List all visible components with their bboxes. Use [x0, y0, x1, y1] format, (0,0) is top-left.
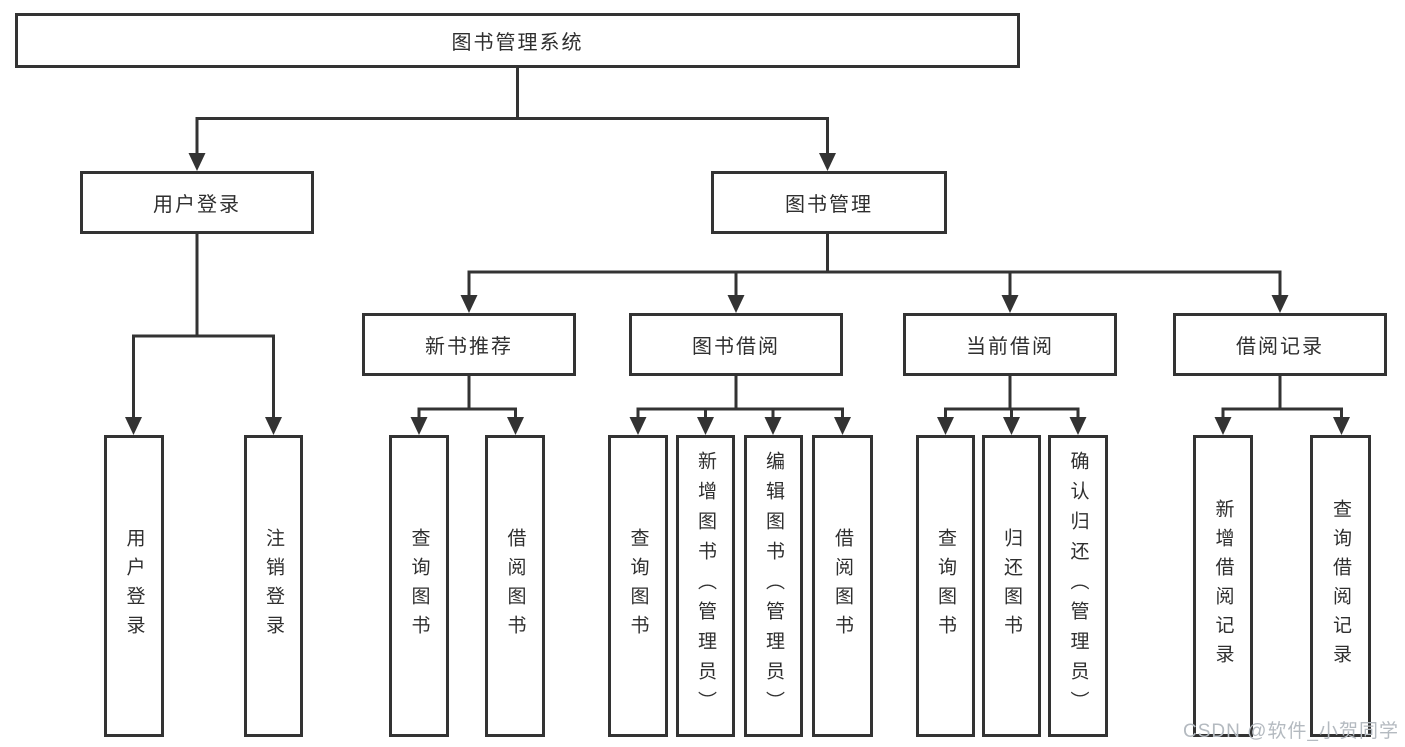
node-label: 用户登录 — [153, 194, 241, 216]
arrow-down-icon — [1214, 417, 1232, 435]
watermark: CSDN @软件_小贺同学 — [1183, 721, 1399, 742]
node-record-add-record: 新增借阅记录 — [1193, 435, 1253, 737]
arrow-down-icon — [819, 153, 836, 171]
node-label: 归还图书 — [1001, 528, 1022, 644]
node-current-query-book: 查询图书 — [916, 435, 975, 737]
node-label: 注销登录 — [263, 528, 284, 644]
node-label: 当前借阅 — [966, 336, 1054, 358]
connector-borrow-to-children — [636, 376, 844, 417]
arrow-down-icon — [1271, 295, 1289, 313]
arrow-down-icon — [460, 295, 478, 313]
node-label: 查询图书 — [627, 528, 649, 644]
arrow-down-icon — [834, 417, 851, 435]
arrow-down-icon — [764, 417, 782, 435]
node-borrow-borrow-book: 借阅图书 — [812, 435, 873, 737]
node-library-system: 图书管理系统 — [15, 13, 1020, 68]
connector-root-to-level2 — [195, 68, 829, 153]
connector-manage-to-level3 — [467, 234, 1282, 295]
node-book-borrowing: 图书借阅 — [629, 313, 843, 376]
arrow-down-icon — [125, 417, 142, 435]
node-borrow-edit-book-admin: 编辑图书（管理员） — [744, 435, 803, 737]
arrow-down-icon — [937, 417, 954, 435]
arrow-down-icon — [1001, 295, 1019, 313]
node-label: 图书管理 — [785, 194, 873, 216]
arrow-down-icon — [265, 417, 282, 435]
node-new-book-recommend: 新书推荐 — [362, 313, 576, 376]
node-record-query-record: 查询借阅记录 — [1310, 435, 1371, 737]
node-label: 借阅图书 — [832, 528, 853, 644]
node-label: 查询图书 — [408, 528, 430, 644]
node-current-return-book: 归还图书 — [982, 435, 1041, 737]
arrow-down-icon — [188, 153, 206, 171]
node-label: 查询借阅记录 — [1330, 499, 1351, 673]
node-label: 借阅记录 — [1236, 336, 1324, 358]
node-current-borrowing: 当前借阅 — [903, 313, 1117, 376]
node-label: 新增借阅记录 — [1212, 499, 1234, 673]
node-label: 编辑图书（管理员） — [763, 451, 784, 721]
node-label: 图书借阅 — [692, 336, 780, 358]
node-recommend-borrow-book: 借阅图书 — [485, 435, 545, 737]
node-label: 图书管理系统 — [451, 32, 584, 54]
node-user-login: 用户登录 — [80, 171, 314, 234]
connector-login-to-children — [132, 234, 275, 417]
arrow-down-icon — [727, 295, 745, 313]
node-current-confirm-return-admin: 确认归还（管理员） — [1048, 435, 1108, 737]
connector-current-to-children — [944, 376, 1080, 417]
node-borrow-query-book: 查询图书 — [608, 435, 668, 737]
node-label: 借阅图书 — [504, 528, 526, 644]
connector-recommend-to-children — [417, 376, 517, 417]
node-logout-action: 注销登录 — [244, 435, 303, 737]
node-label: 新书推荐 — [425, 336, 513, 358]
arrow-down-icon — [410, 417, 428, 435]
connector-record-to-children — [1221, 376, 1343, 417]
arrow-down-icon — [1069, 417, 1087, 435]
arrow-down-icon — [697, 417, 714, 435]
node-borrow-add-book-admin: 新增图书（管理员） — [676, 435, 735, 737]
node-book-management: 图书管理 — [711, 171, 947, 234]
node-label: 用户登录 — [123, 528, 145, 644]
node-borrow-records: 借阅记录 — [1173, 313, 1387, 376]
arrow-down-icon — [507, 417, 524, 435]
node-label: 新增图书（管理员） — [695, 451, 716, 721]
arrow-down-icon — [1333, 417, 1350, 435]
node-recommend-query-book: 查询图书 — [389, 435, 449, 737]
node-user-login-action: 用户登录 — [104, 435, 164, 737]
arrow-down-icon — [1003, 417, 1020, 435]
arrow-down-icon — [629, 417, 647, 435]
node-label: 查询图书 — [935, 528, 956, 644]
node-label: 确认归还（管理员） — [1067, 451, 1089, 721]
